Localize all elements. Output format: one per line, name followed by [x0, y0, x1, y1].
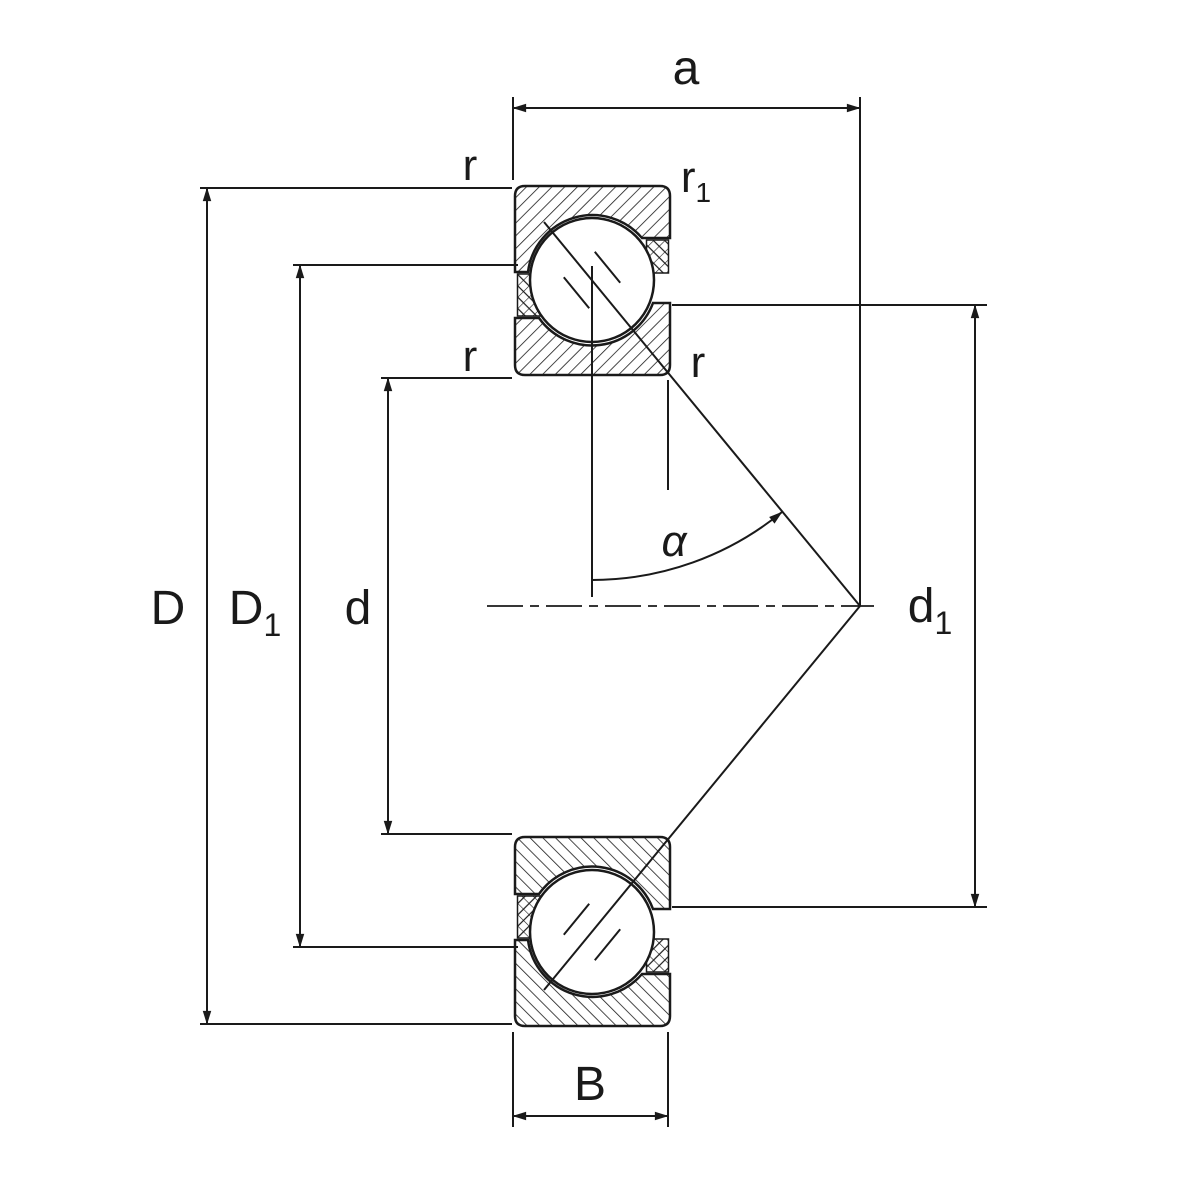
ball-mark — [563, 276, 590, 309]
ball-mark — [594, 251, 621, 284]
label-r-inner-right: r — [691, 338, 706, 387]
dimension-d: d — [345, 377, 512, 835]
contact-line-lower — [543, 605, 861, 991]
label-D1: D1 — [229, 582, 281, 643]
label-d1: d1 — [908, 580, 953, 641]
label-r-inner-left: r — [463, 332, 478, 381]
contact-angle-arc — [591, 511, 783, 581]
label-r1-outer-right: r1 — [681, 153, 711, 208]
label-B: B — [574, 1058, 606, 1111]
dimension-d1: d1 — [672, 304, 987, 908]
dimension-a: a — [512, 42, 861, 606]
dimension-D: D — [151, 187, 512, 1025]
inner-ring-section — [513, 301, 672, 377]
label-a: a — [673, 42, 700, 95]
dimension-D1: D1 — [229, 264, 518, 948]
dimension-B: B — [512, 1032, 669, 1127]
outer-ring-section — [513, 184, 672, 274]
label-alpha: α — [661, 517, 688, 566]
label-D: D — [151, 582, 186, 635]
label-d: d — [345, 582, 372, 635]
label-r-outer-left: r — [463, 141, 478, 190]
contact-line-upper — [543, 221, 861, 607]
